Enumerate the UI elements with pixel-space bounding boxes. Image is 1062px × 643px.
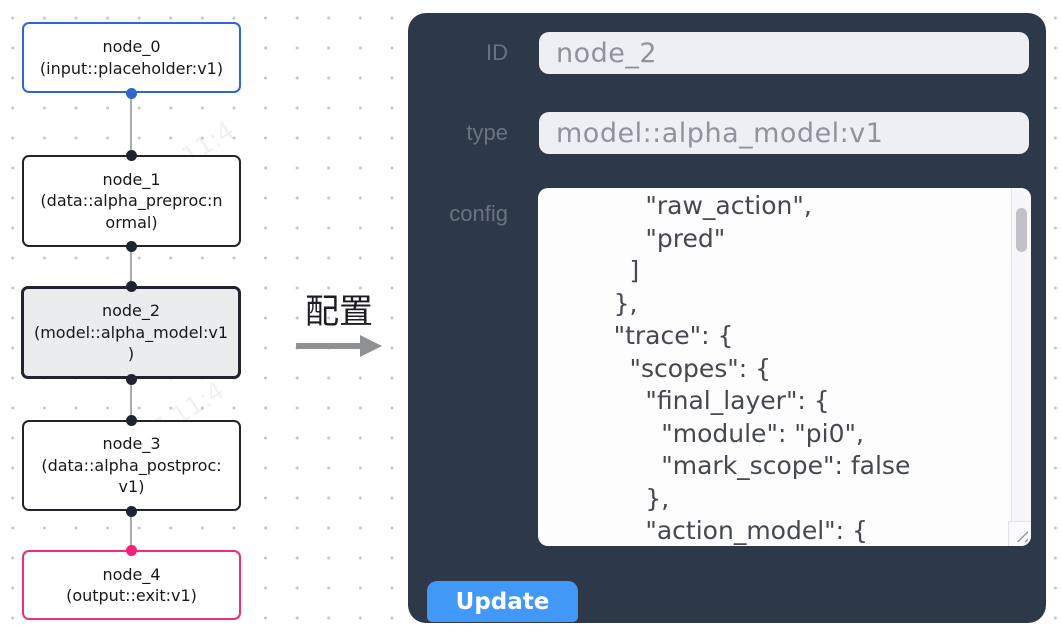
type-input[interactable] [539, 112, 1029, 154]
id-input[interactable] [539, 32, 1029, 74]
flow-node-node_0[interactable]: node_0 (input::placeholder:v1) [22, 22, 241, 93]
port-out-node_0[interactable] [126, 88, 137, 99]
flow-node-node_2-selected[interactable]: node_2 (model::alpha_model:v1 ) [21, 286, 241, 379]
right-arrow-head-icon [360, 335, 382, 357]
config-scrollbar-thumb[interactable] [1016, 208, 1027, 252]
config-textarea[interactable]: "raw_action", "pred" ] }, "trace": { "sc… [538, 188, 1031, 546]
flow-node-node_1[interactable]: node_1 (data::alpha_preproc:n ormal) [22, 155, 241, 247]
node-title: node_3 [102, 434, 161, 454]
port-out-node_3[interactable] [126, 506, 137, 517]
flow-node-node_4[interactable]: node_4 (output::exit:v1) [22, 550, 241, 620]
edge-node2-node3 [130, 378, 132, 421]
configure-label: 配置 [305, 292, 373, 332]
node-type-label: (output::exit:v1) [66, 586, 197, 605]
node-type-label: (data::alpha_postproc: v1) [41, 455, 222, 497]
right-arrow-icon [296, 343, 360, 349]
node-title: node_0 [102, 37, 161, 56]
config-scrollbar-track[interactable] [1011, 188, 1031, 521]
update-button[interactable]: Update [427, 581, 578, 622]
id-field-label: ID [486, 40, 508, 65]
port-out-node_1[interactable] [126, 241, 137, 252]
resize-handle-icon [1015, 529, 1028, 542]
node-title: node_2 [101, 301, 161, 321]
edge-node0-node1 [130, 92, 132, 156]
node-title: node_4 [102, 564, 161, 584]
edge-node1-node2 [130, 246, 132, 287]
port-in-node_4[interactable] [126, 545, 137, 556]
config-field-label: config [449, 201, 508, 226]
node-type-label: (input::placeholder:v1) [39, 58, 224, 78]
flow-canvas: node_0 (input::placeholder:v1) node_1 (d… [0, 0, 408, 643]
node-title: node_1 [102, 169, 161, 189]
config-resize-corner[interactable] [1008, 521, 1031, 546]
flow-node-node_3[interactable]: node_3 (data::alpha_postproc: v1) [22, 420, 241, 511]
edge-node3-node4 [130, 510, 132, 551]
type-field-label: type [466, 120, 508, 145]
node-type-label: (data::alpha_preproc:n ormal) [40, 191, 223, 232]
node-config-panel: ID type config "raw_action", "pred" ] },… [408, 13, 1046, 623]
port-in-node_1[interactable] [126, 150, 137, 161]
node-type-label: (model::alpha_model:v1 ) [33, 322, 229, 364]
port-in-node_2[interactable] [126, 281, 137, 292]
config-json-content[interactable]: "raw_action", "pred" ] }, "trace": { "sc… [613, 191, 911, 545]
port-out-node_2[interactable] [126, 374, 137, 385]
port-in-node_3[interactable] [126, 415, 137, 426]
